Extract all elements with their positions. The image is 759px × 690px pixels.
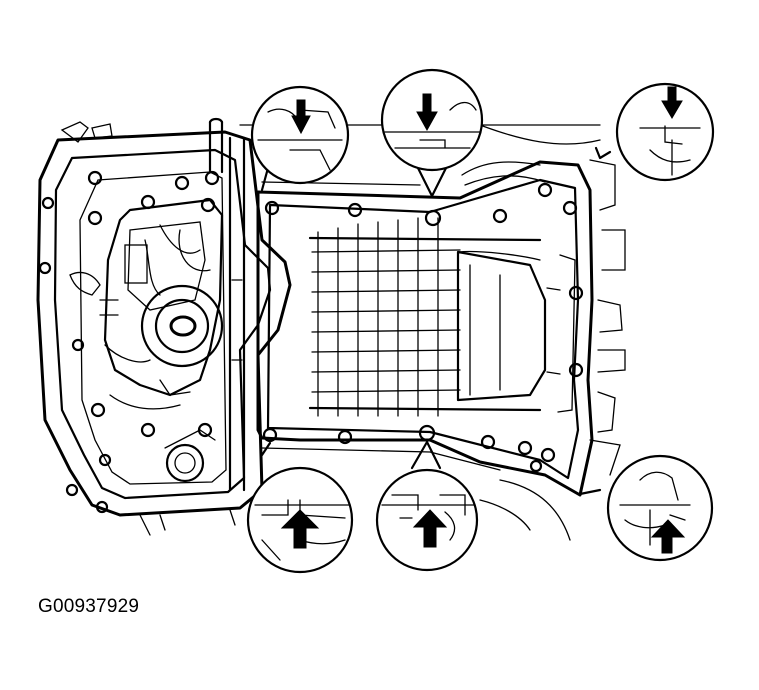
callout-leaders [260, 146, 612, 496]
bottom-left-detail [246, 466, 354, 574]
lower-detail-strokes [139, 479, 571, 541]
drain-fitting [164, 429, 216, 483]
figure-id-label: G00937929 [38, 596, 140, 617]
bottom-center-detail [375, 468, 479, 572]
bottom-right-detail [606, 454, 714, 562]
top-center-detail [380, 68, 484, 172]
oil-pan-grid [308, 217, 576, 417]
vertical-rails [208, 117, 246, 492]
top-right-detail [615, 82, 715, 182]
gasket-flange [36, 121, 292, 517]
right-bolts [262, 182, 584, 473]
oil-strainer-assembly [69, 198, 224, 410]
left-bolts [38, 170, 220, 514]
top-left-detail [250, 85, 350, 185]
